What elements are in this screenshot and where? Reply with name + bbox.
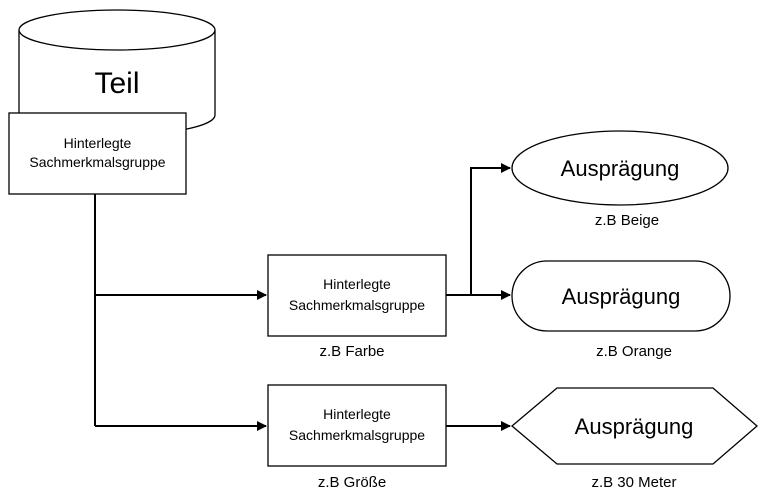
color-connectors: [446, 163, 511, 300]
group-size-caption: z.B Größe: [318, 474, 386, 491]
value-30-meter-label: Ausprägung: [575, 414, 694, 439]
group-box-size: Hinterlegte Sachmerkmalsgruppe z.B Größe: [267, 384, 447, 491]
arrow-to-beige: [470, 163, 511, 295]
value-orange-caption: z.B Orange: [596, 343, 672, 360]
group-color-line2: Sachmerkmalsgruppe: [289, 297, 425, 313]
value-hexagon-30-meter: Ausprägung z.B 30 Meter: [510, 387, 758, 491]
group-box-color: Hinterlegte Sachmerkmalsgruppe z.B Farbe: [267, 254, 447, 360]
value-orange-label: Ausprägung: [562, 284, 681, 309]
root-group-line2: Sachmerkmalsgruppe: [29, 154, 165, 170]
value-beige-label: Ausprägung: [561, 156, 680, 181]
value-beige-caption: z.B Beige: [595, 212, 659, 229]
part-label: Teil: [94, 67, 139, 100]
group-color-caption: z.B Farbe: [319, 343, 384, 360]
root-group-box: Hinterlegte Sachmerkmalsgruppe: [8, 112, 187, 195]
root-group-line1: Hinterlegte: [64, 135, 132, 151]
value-rounded-orange: Ausprägung z.B Orange: [511, 260, 731, 360]
group-size-line1: Hinterlegte: [323, 406, 391, 422]
value-30-meter-caption: z.B 30 Meter: [591, 474, 676, 491]
part-cylinder: Teil: [18, 9, 216, 136]
value-ellipse-beige: Ausprägung z.B Beige: [511, 130, 729, 229]
group-color-line1: Hinterlegte: [323, 276, 391, 292]
group-size-line2: Sachmerkmalsgruppe: [289, 427, 425, 443]
root-connectors: [94, 194, 267, 431]
